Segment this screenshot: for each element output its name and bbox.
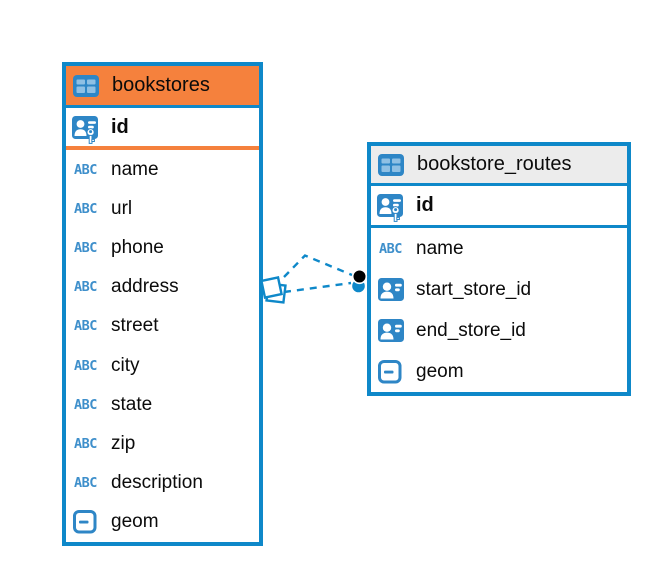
column-row-url[interactable]: ABC url (66, 189, 259, 229)
column-name: url (111, 197, 133, 219)
column-name: geom (111, 511, 159, 533)
column-row-end-store-id[interactable]: end_store_id (371, 310, 627, 351)
column-name: city (111, 354, 140, 376)
column-row-state[interactable]: ABC state (66, 385, 259, 425)
column-row-geom[interactable]: geom (371, 351, 627, 392)
relationship-line-end-store-id[interactable] (283, 281, 352, 294)
column-row-street[interactable]: ABC street (66, 306, 259, 347)
column-row-start-store-id[interactable]: start_store_id (371, 269, 627, 310)
column-row-zip[interactable]: ABC zip (66, 424, 259, 464)
column-list: ABC name start_store_id end_store_id ge (371, 228, 627, 392)
column-name: state (111, 393, 153, 415)
column-list: ABC name ABC url ABC phone ABC address A… (66, 150, 259, 543)
table-icon (378, 153, 409, 176)
primary-key-icon (71, 115, 103, 144)
text-type-icon: ABC (74, 200, 97, 217)
column-row-name[interactable]: ABC name (66, 150, 259, 190)
table-icon (73, 74, 104, 97)
table-bookstore-routes[interactable]: bookstore_routes id ABC name start_store… (367, 142, 631, 396)
geometry-type-icon (73, 510, 104, 534)
relationship-source-diamond-handle[interactable] (259, 275, 287, 304)
column-name: id (416, 194, 434, 216)
geometry-type-icon (378, 359, 409, 384)
column-name: phone (111, 237, 164, 258)
foreign-key-icon (378, 278, 409, 301)
relationship-endpoint-dot-selected[interactable] (351, 268, 368, 285)
column-row-description[interactable]: ABC description (66, 463, 259, 503)
relationship-line-start-store-id[interactable] (283, 254, 353, 278)
text-type-icon: ABC (74, 279, 97, 296)
column-row-city[interactable]: ABC city (66, 346, 259, 386)
text-type-icon: ABC (74, 396, 97, 413)
column-name: name (111, 158, 159, 180)
table-bookstores[interactable]: bookstores id ABC name ABC url ABC phone… (62, 62, 263, 546)
text-type-icon: ABC (74, 240, 97, 256)
primary-key-icon (376, 193, 408, 222)
column-row-geom[interactable]: geom (66, 502, 259, 543)
text-type-icon: ABC (74, 318, 97, 335)
text-type-icon: ABC (74, 161, 97, 178)
column-row-name[interactable]: ABC name (371, 228, 627, 269)
column-row-address[interactable]: ABC address (66, 267, 259, 307)
column-name: end_store_id (416, 319, 526, 341)
text-type-icon: ABC (74, 436, 97, 453)
table-bookstore-routes-header[interactable]: bookstore_routes (371, 146, 627, 186)
column-name: start_store_id (416, 278, 532, 300)
column-name: street (111, 315, 159, 337)
table-bookstores-header[interactable]: bookstores (66, 66, 259, 108)
column-row-id[interactable]: id (371, 186, 627, 228)
column-name: name (416, 237, 464, 259)
column-name: geom (416, 360, 464, 382)
column-name: description (111, 472, 203, 494)
foreign-key-icon (378, 319, 409, 342)
table-title: bookstores (112, 74, 210, 96)
column-name: address (111, 276, 179, 298)
column-name: id (111, 115, 129, 138)
text-type-icon: ABC (74, 357, 97, 374)
table-title: bookstore_routes (417, 153, 572, 175)
text-type-icon: ABC (379, 240, 402, 257)
column-row-id[interactable]: id (66, 108, 259, 150)
column-row-phone[interactable]: ABC phone (66, 228, 259, 268)
text-type-icon: ABC (74, 475, 97, 492)
column-name: zip (111, 433, 136, 455)
